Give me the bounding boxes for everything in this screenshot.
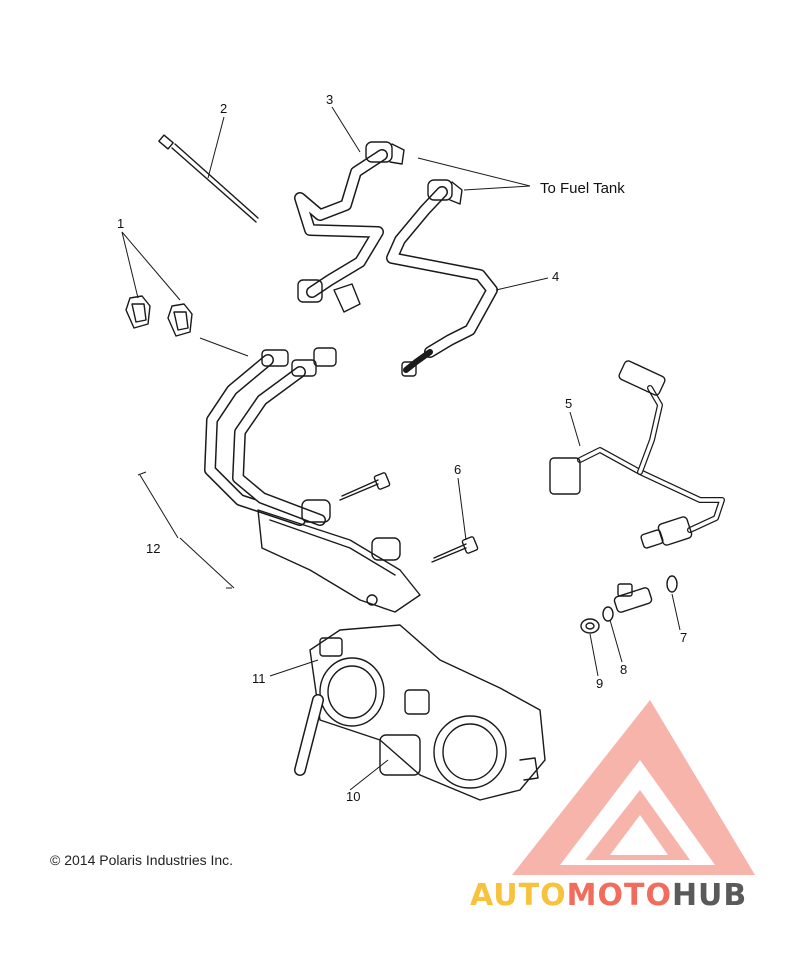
- note-to-fuel-tank: To Fuel Tank: [540, 180, 625, 197]
- callout-9: 9: [596, 676, 603, 691]
- watermark-moto: MOTO: [567, 878, 672, 913]
- fuel-line-4: [386, 179, 498, 377]
- fuel-line-3: [294, 141, 405, 313]
- callout-4: 4: [552, 269, 559, 284]
- svg-text:AUTOMOTOHUB: AUTOMOTOHUB: [470, 878, 747, 913]
- watermark-text: AUTOMOTOHUB: [470, 878, 747, 913]
- callout-1: 1: [117, 216, 124, 231]
- callout-11: 11: [252, 671, 266, 686]
- callout-7: 7: [680, 630, 687, 645]
- hose-clips: [125, 295, 193, 337]
- callout-10: 10: [346, 789, 360, 804]
- fuel-rail-assembly: [204, 347, 421, 613]
- bolts: [339, 472, 479, 563]
- throttle-body: [294, 624, 546, 801]
- callout-2: 2: [220, 101, 227, 116]
- injector-harness: [549, 360, 725, 549]
- cable-tie: [158, 134, 259, 223]
- callout-12: 12: [146, 541, 160, 556]
- callout-6: 6: [454, 462, 461, 477]
- watermark-auto: AUTO: [470, 878, 567, 913]
- callout-8: 8: [620, 662, 627, 677]
- copyright-text: © 2014 Polaris Industries Inc.: [50, 852, 233, 868]
- callout-3: 3: [326, 92, 333, 107]
- callout-labels: 1 2 3 4 5 6 7 8 9 10 11 12: [117, 92, 687, 804]
- injector-and-seals: [580, 575, 678, 634]
- callout-5: 5: [565, 396, 572, 411]
- watermark-logo: [512, 700, 755, 875]
- watermark-hub: HUB: [672, 878, 747, 913]
- leader-lines: [121, 106, 681, 791]
